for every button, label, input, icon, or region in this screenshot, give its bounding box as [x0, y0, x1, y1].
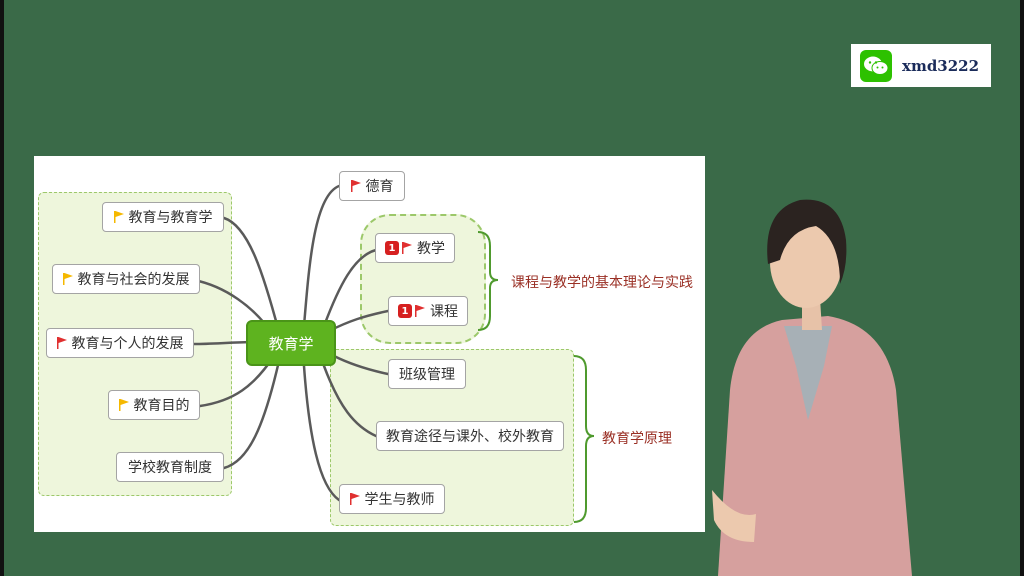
node-education-and-society[interactable]: 教育与社会的发展	[52, 264, 200, 294]
red-flag-icon	[56, 337, 67, 349]
mindmap-slide: 教育学 教育与教育学 教育与社会的发展 教育与个人的发展 教育目的 学校教育制度…	[34, 156, 705, 532]
presenter	[712, 199, 912, 576]
node-label: 教育目的	[133, 398, 190, 414]
summary-curriculum-teaching: 课程与教学的基本理论与实践	[511, 275, 693, 291]
node-label: 课程	[430, 304, 458, 320]
node-class-management[interactable]: 班级管理	[388, 359, 466, 389]
watermark: xmd3222	[851, 44, 991, 87]
priority-1-icon: 1	[398, 304, 412, 318]
node-label: 教育与社会的发展	[77, 272, 190, 288]
red-flag-icon	[402, 242, 412, 254]
letterbox-left	[0, 0, 4, 576]
node-label: 教育与个人的发展	[71, 336, 184, 352]
red-flag-icon	[349, 493, 360, 505]
red-flag-icon	[415, 305, 425, 317]
watermark-text: xmd3222	[902, 56, 980, 75]
yellow-flag-icon	[118, 399, 129, 411]
node-label: 学生与教师	[364, 492, 435, 508]
node-label: 学校教育制度	[128, 460, 212, 476]
center-node[interactable]: 教育学	[246, 320, 336, 366]
wechat-icon	[860, 49, 892, 82]
node-label: 教育途径与课外、校外教育	[386, 429, 554, 445]
node-education-channels[interactable]: 教育途径与课外、校外教育	[376, 421, 564, 451]
node-label: 教学	[417, 241, 445, 257]
yellow-flag-icon	[113, 211, 124, 223]
node-curriculum[interactable]: 1 课程	[388, 296, 468, 326]
node-label: 班级管理	[399, 367, 455, 383]
priority-1-icon: 1	[385, 241, 399, 255]
yellow-flag-icon	[62, 273, 73, 285]
node-education-and-individual[interactable]: 教育与个人的发展	[46, 328, 194, 358]
node-school-system[interactable]: 学校教育制度	[116, 452, 224, 482]
node-label: 教育与教育学	[128, 210, 213, 226]
node-label: 德育	[365, 179, 394, 195]
letterbox-right	[1020, 0, 1024, 576]
summary-pedagogy-principles: 教育学原理	[602, 431, 672, 447]
node-education-aims[interactable]: 教育目的	[108, 390, 200, 420]
node-students-teachers[interactable]: 学生与教师	[339, 484, 445, 514]
red-flag-icon	[350, 180, 361, 192]
node-teaching[interactable]: 1 教学	[375, 233, 455, 263]
node-education-and-pedagogy[interactable]: 教育与教育学	[102, 202, 224, 232]
node-moral-education[interactable]: 德育	[339, 171, 405, 201]
